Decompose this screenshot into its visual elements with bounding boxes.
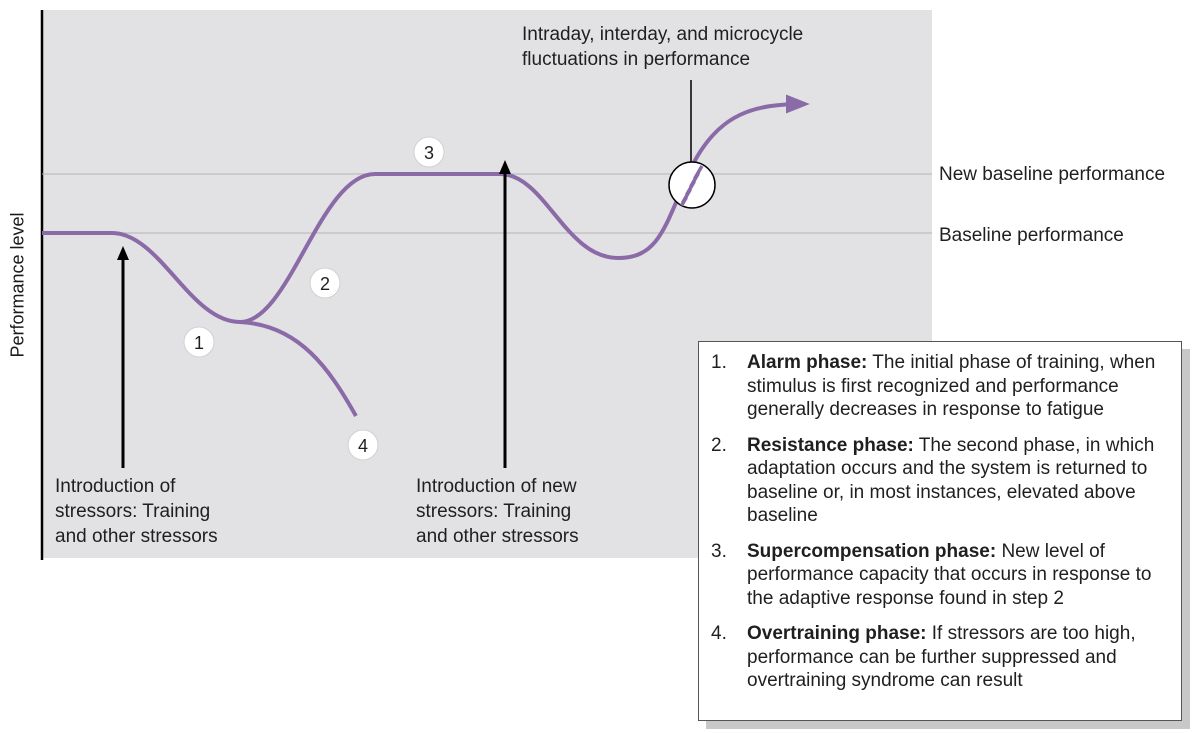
legend-item-description: If stressors are too high, performance c…: [747, 623, 1136, 691]
phase-marker-3: 3: [413, 136, 445, 168]
legend-item-number: 3.: [711, 540, 727, 562]
legend-item-overtraining: 4. Overtraining phase: If stressors are …: [711, 622, 1171, 693]
fluctuations-line-2: fluctuations in performance: [522, 49, 751, 70]
overtraining-curve: [239, 320, 358, 417]
new-stressors-line-2: stressors: Training: [416, 501, 572, 522]
baseline-label: Baseline performance: [939, 225, 1124, 246]
legend-item-text: Supercompensation phase: New level of pe…: [747, 540, 1171, 611]
legend-item-supercompensation: 3. Supercompensation phase: New level of…: [711, 540, 1171, 611]
legend-item-text: Overtraining phase: If stressors are too…: [747, 622, 1171, 693]
legend-item-description: New level of performance capacity that o…: [747, 540, 1152, 609]
legend-item-number: 4.: [711, 623, 727, 644]
y-axis-label: Performance level: [7, 212, 28, 358]
fluctuations-annotation: Intraday, interday, and microcycle fluct…: [522, 22, 803, 72]
legend-item-title: Overtraining phase:: [747, 623, 927, 644]
stressors-line-3: and other stressors: [55, 526, 218, 547]
phase-marker-1-label: 1: [194, 333, 204, 353]
legend-item-title: Resistance phase:: [747, 434, 914, 456]
new-stressors-annotation: Introduction of new stressors: Training …: [416, 474, 579, 549]
fluctuation-zigzag: [677, 165, 704, 208]
legend-item-title: Supercompensation phase:: [747, 540, 997, 562]
legend-item-text: Alarm phase: The initial phase of traini…: [747, 351, 1171, 422]
legend-item-text: Resistance phase: The second phase, in w…: [747, 434, 1171, 528]
new-stressors-line-1: Introduction of new: [416, 476, 577, 497]
legend-item-alarm: 1. Alarm phase: The initial phase of tra…: [711, 351, 1171, 422]
legend-item-number: 1.: [711, 352, 727, 373]
phase-marker-2-label: 2: [320, 274, 330, 294]
legend-item-description: The second phase, in which adaptation oc…: [747, 434, 1155, 527]
stressors-annotation: Introduction of stressors: Training and …: [55, 474, 218, 549]
phase-marker-4: 4: [347, 429, 379, 461]
stressors-line-2: stressors: Training: [55, 501, 211, 522]
new-stressors-line-3: and other stressors: [416, 526, 579, 547]
legend-item-title: Alarm phase:: [747, 352, 868, 373]
phase-marker-4-label: 4: [358, 436, 368, 456]
legend-item-description: The initial phase of training, when stim…: [747, 352, 1156, 420]
stressor-arrowhead: [117, 246, 129, 260]
legend-item-number: 2.: [711, 434, 727, 456]
legend-item-resistance: 2. Resistance phase: The second phase, i…: [711, 434, 1171, 528]
phase-marker-2: 2: [309, 267, 341, 299]
phase-marker-1: 1: [183, 326, 215, 358]
fluctuations-line-1: Intraday, interday, and microcycle: [522, 24, 804, 45]
phase-marker-3-label: 3: [424, 143, 434, 163]
new-stressor-arrowhead: [499, 160, 511, 174]
new-baseline-label: New baseline performance: [939, 164, 1166, 185]
stressors-line-1: Introduction of: [55, 476, 176, 497]
phase-legend: 1. Alarm phase: The initial phase of tra…: [698, 341, 1182, 721]
